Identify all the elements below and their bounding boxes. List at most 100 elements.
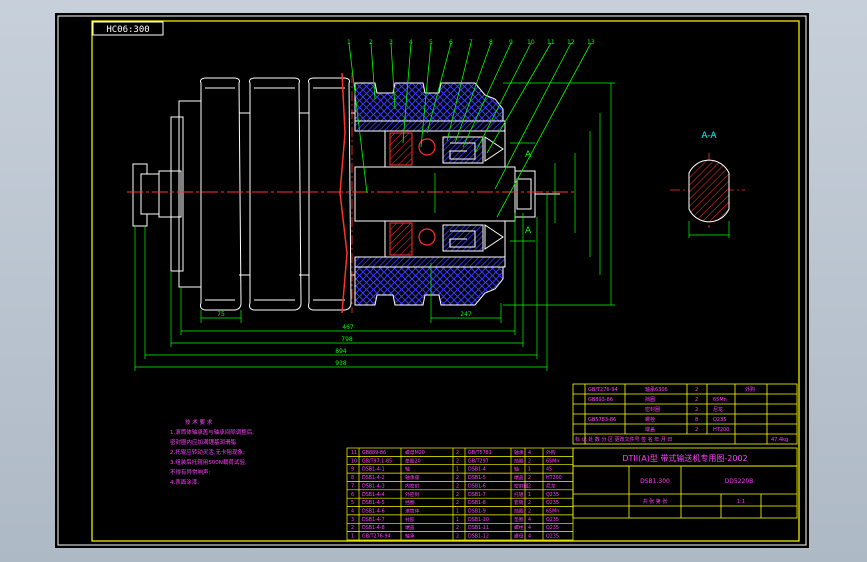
bom-cell: 2 bbox=[456, 492, 459, 498]
part-number: 7 bbox=[469, 39, 473, 46]
bom-cell: HT200 bbox=[546, 475, 562, 481]
spec-row-code: GB5783-86 bbox=[588, 417, 616, 423]
drawing-code-box bbox=[92, 21, 164, 36]
bom-cell: 垫圈 bbox=[514, 516, 524, 523]
bom-cell: Q235 bbox=[546, 492, 559, 498]
bom-cell: DSB1-4-1 bbox=[362, 467, 385, 473]
bom-cell: 2 bbox=[528, 458, 531, 464]
bom-cell: GB/T97.1-85 bbox=[362, 458, 392, 464]
bom-cell: DSB1-9 bbox=[468, 509, 486, 515]
section-aa-view bbox=[670, 153, 745, 238]
spec-row-name: 端盖 bbox=[645, 426, 655, 433]
bom-cell: 4 bbox=[351, 509, 354, 515]
bom-cell: 2 bbox=[528, 509, 531, 515]
roller-exterior bbox=[132, 77, 355, 311]
bom-cell: DSB1-4-7 bbox=[362, 517, 385, 523]
bom-cell: GB889-86 bbox=[362, 450, 386, 456]
drawing-number: DSB1.300 bbox=[640, 478, 670, 485]
bom-cell: 螺母M20 bbox=[405, 449, 425, 456]
bom-cell: 2 bbox=[528, 475, 531, 481]
bom-cell: 托辊 bbox=[514, 491, 524, 498]
bom-cell: DSB1-4-2 bbox=[362, 475, 385, 481]
part-number: 8 bbox=[489, 39, 493, 46]
section-mark-bottom: A bbox=[525, 226, 532, 236]
spec-row-qty: 2 bbox=[695, 387, 698, 393]
dim-overall-1: 467 bbox=[342, 324, 354, 331]
spec-row-name: 密封圈 bbox=[645, 406, 660, 413]
spec-row-note: 外购 bbox=[745, 386, 755, 393]
part-number: 9 bbox=[509, 39, 513, 46]
bom-cell: 2 bbox=[528, 500, 531, 506]
bom-cell: DSB1-4-6 bbox=[362, 509, 385, 515]
bom-cell: 螺栓 bbox=[514, 524, 524, 531]
bom-cell: 4 bbox=[528, 450, 531, 456]
dim-overall-4: 938 bbox=[335, 360, 347, 367]
dimension-labels: 75 247 467 798 894 938 bbox=[217, 311, 472, 367]
bom-cell: 65Mn bbox=[546, 509, 559, 515]
bom-cell: Q235 bbox=[546, 525, 559, 531]
tech-req-line: 3.组装后托辊用500N载荷试验, bbox=[170, 458, 247, 466]
product-title-text: DTII(A)型 带式输送机专用图-2002 DSB1.300 DD5220B … bbox=[622, 453, 753, 505]
bom-cell: 外密封 bbox=[405, 491, 420, 498]
bom-cell: DSB1-5 bbox=[468, 475, 486, 481]
bom-cell: 衬胶 bbox=[405, 516, 415, 523]
spec-row-qty: 8 bbox=[695, 417, 698, 423]
scale-value: 1:1 bbox=[737, 499, 745, 505]
spec-row-material: 尼龙 bbox=[713, 406, 723, 413]
outer-border bbox=[57, 15, 807, 546]
tech-req-title: 技 术 要 求 bbox=[185, 418, 213, 426]
bom-cell: 1 bbox=[456, 467, 459, 473]
part-number: 1 bbox=[347, 39, 351, 46]
bom-cell: 内密封 bbox=[405, 482, 420, 489]
bom-cell: 2 bbox=[456, 450, 459, 456]
part-number-labels: 1 2 3 4 5 6 7 8 9 10 11 12 13 bbox=[347, 39, 595, 46]
product-title: DTII(A)型 带式输送机专用图-2002 bbox=[622, 453, 747, 463]
bom-cell: 轴 bbox=[405, 466, 410, 473]
spec-row-material: HT200 bbox=[713, 427, 729, 433]
bom-cell: 2 bbox=[528, 483, 531, 489]
bom-cell: 1 bbox=[456, 509, 459, 515]
bom-cell: 套筒 bbox=[514, 499, 524, 506]
part-number: 2 bbox=[369, 39, 373, 46]
header-row: 标 记 处 数 分 区 更改文件号 签 名 年 月 日 bbox=[575, 436, 673, 443]
part-number: 4 bbox=[409, 39, 413, 46]
bom-cell: 2 bbox=[456, 500, 459, 506]
bom-cell: 4 bbox=[528, 517, 531, 523]
part-number: 6 bbox=[449, 39, 453, 46]
bom-cell: 6 bbox=[351, 492, 354, 498]
bom-cell: 端盖 bbox=[514, 474, 524, 481]
leader-lines bbox=[348, 42, 592, 218]
bom-cell: DSB1-4-4 bbox=[362, 492, 385, 498]
break-line bbox=[339, 72, 348, 314]
bom-cell: 端盖 bbox=[405, 524, 415, 531]
bom-cell: 密封圈 bbox=[514, 482, 529, 489]
weight-value: 47.4kg bbox=[771, 437, 788, 443]
bom-cell: 1 bbox=[528, 492, 531, 498]
bom-table-grid bbox=[346, 447, 574, 541]
cad-drawing: HC06:300 bbox=[57, 15, 807, 546]
bom-cell: 4 bbox=[528, 534, 531, 540]
horizontal-dimensions bbox=[134, 194, 548, 371]
bom-cell: 轴 bbox=[514, 466, 519, 473]
tech-req-line: 不得有异常响声; bbox=[170, 468, 211, 476]
spec-row-name: 螺栓 bbox=[645, 416, 655, 423]
bom-cell: 7 bbox=[351, 483, 354, 489]
spec-row-qty: 2 bbox=[695, 427, 698, 433]
bom-cell: 3 bbox=[351, 517, 354, 523]
bom-cell: GB/T297 bbox=[468, 458, 489, 464]
bom-cell: DSB1-4-5 bbox=[362, 500, 385, 506]
drawing-code: HC06:300 bbox=[106, 25, 149, 35]
bom-cell: DSB1-6 bbox=[468, 483, 486, 489]
bom-cell: GB/T276-94 bbox=[362, 534, 391, 540]
part-number: 13 bbox=[587, 39, 595, 46]
bom-cell: DSB1-4-3 bbox=[362, 483, 385, 489]
bom-cell: 5 bbox=[351, 500, 354, 506]
bom-cell: Q235 bbox=[546, 500, 559, 506]
bom-cell: 挡圈 bbox=[514, 508, 524, 515]
spec-row-name: 轴承6306 bbox=[645, 386, 668, 393]
dim-left: 75 bbox=[217, 311, 225, 318]
inner-frame bbox=[91, 20, 800, 542]
section-mark-top: A bbox=[525, 150, 532, 160]
spec-row-name: 挡圈 bbox=[645, 396, 655, 403]
part-number: 10 bbox=[527, 39, 535, 46]
